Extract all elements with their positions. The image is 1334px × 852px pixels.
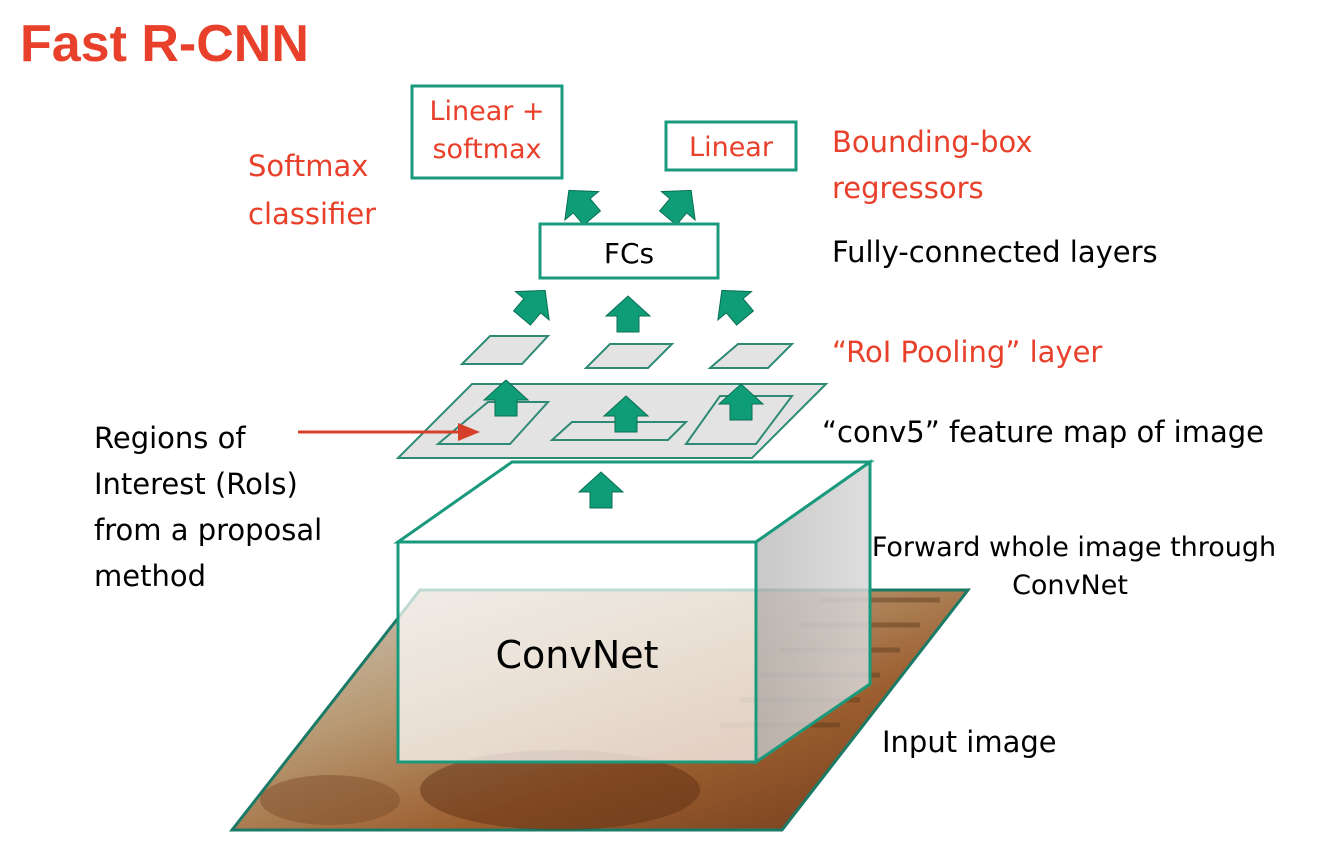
roi-pooling-label: “RoI Pooling” layer: [832, 335, 1102, 369]
roi-box-left: [435, 401, 551, 445]
fcs-block: FCs: [538, 222, 720, 280]
rois-line1: Regions of: [94, 421, 246, 455]
bbox-regressors-line1: Bounding-box: [832, 125, 1033, 159]
up-arrow-icon: [717, 289, 755, 326]
diagram-labels: Softmax classifier Bounding-box regresso…: [94, 125, 1276, 759]
convnet-block: ConvNet: [393, 459, 875, 765]
softmax-classifier-line1: Softmax: [248, 149, 368, 183]
bbox-regressors-line2: regressors: [832, 171, 984, 205]
pooled-roi-right: [707, 343, 795, 369]
linear-block: Linear: [664, 120, 798, 172]
rois-line2: Interest (RoIs): [94, 467, 298, 501]
linear-softmax-line2: softmax: [432, 134, 541, 165]
right-arrow-icon: [298, 423, 480, 441]
softmax-classifier-line2: classifier: [248, 197, 376, 231]
conv5-feature-map: [395, 383, 829, 459]
rois-line4: method: [94, 559, 206, 593]
convnet-label: ConvNet: [495, 633, 658, 677]
up-arrow-icon: [602, 395, 650, 433]
flow-arrows: [482, 189, 765, 509]
linear-softmax-block: Linear + softmax: [410, 84, 564, 180]
conv5-label: “conv5” feature map of image: [822, 415, 1264, 449]
page-title: Fast R-CNN: [20, 15, 309, 73]
roi-box-right: [684, 395, 794, 445]
linear-softmax-line1: Linear +: [429, 96, 544, 127]
rois-line3: from a proposal: [94, 513, 322, 547]
forward-line2: ConvNet: [1012, 570, 1128, 601]
roi-box-middle: [549, 421, 689, 441]
up-arrow-icon: [482, 379, 530, 417]
fcs-label: FCs: [604, 237, 654, 270]
forward-line1: Forward whole image through: [872, 532, 1276, 563]
up-arrow-icon: [604, 295, 652, 333]
input-image-label: Input image: [882, 725, 1057, 759]
up-arrow-icon: [717, 383, 765, 421]
up-arrow-icon: [564, 189, 602, 226]
up-arrow-icon: [512, 289, 550, 326]
pooled-roi-middle: [583, 343, 675, 369]
up-arrow-icon: [577, 471, 625, 509]
linear-label: Linear: [689, 132, 774, 163]
pooled-roi-left: [459, 335, 551, 365]
fully-connected-label: Fully-connected layers: [832, 235, 1158, 269]
roi-pooling-layer: [459, 335, 795, 369]
